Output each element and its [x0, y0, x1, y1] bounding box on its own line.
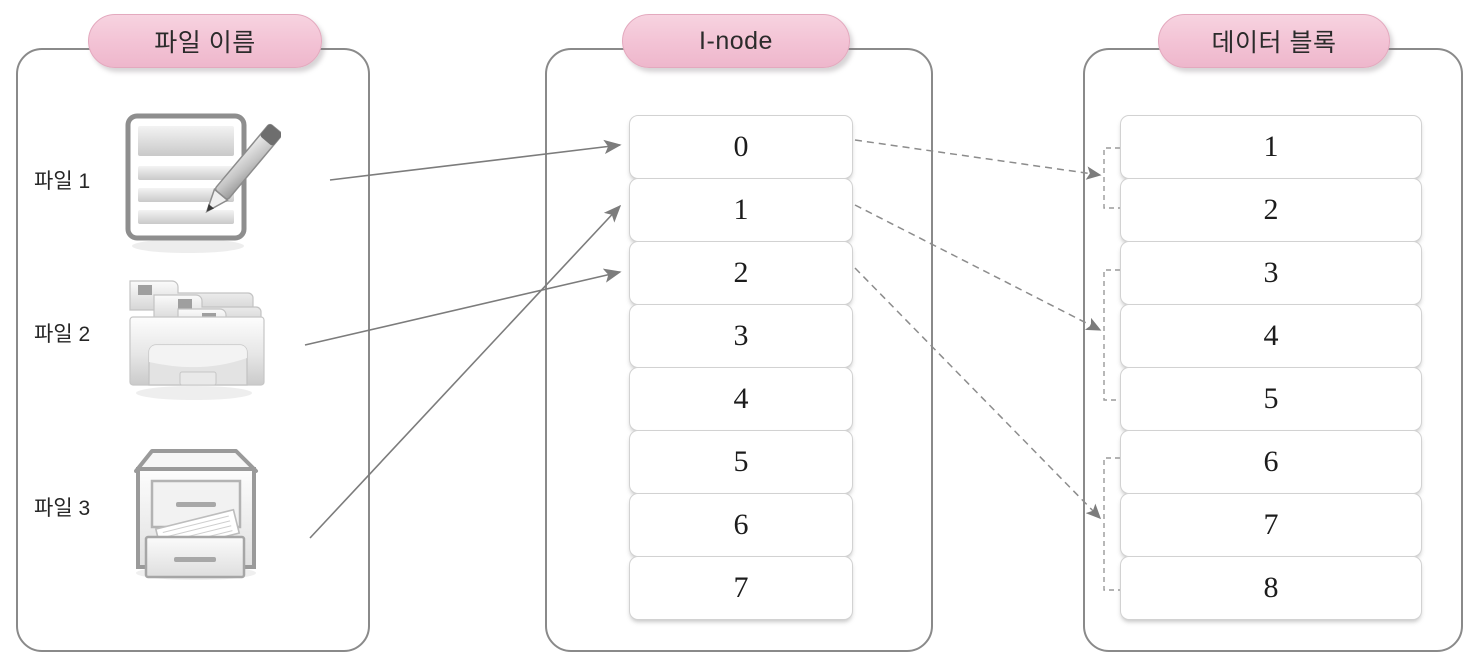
- inode-cell-6[interactable]: 6: [629, 493, 853, 557]
- document-pencil-icon: [116, 106, 283, 254]
- inode-cell-5[interactable]: 5: [629, 430, 853, 494]
- panel-title-file-name: 파일 이름: [88, 14, 322, 68]
- folder-icon: [116, 259, 281, 407]
- data-block-cell-7[interactable]: 7: [1120, 493, 1422, 557]
- panel-title-data-block: 데이터 블록: [1158, 14, 1390, 68]
- inode-cell-4[interactable]: 4: [629, 367, 853, 431]
- data-block-cell-5[interactable]: 5: [1120, 367, 1422, 431]
- inode-cell-3[interactable]: 3: [629, 304, 853, 368]
- file-label-3: 파일 3: [34, 497, 91, 520]
- file-row-2: 파일 2: [34, 258, 294, 408]
- inode-cell-1[interactable]: 1: [629, 178, 853, 242]
- file-label-1: 파일 1: [34, 170, 91, 193]
- data-block-cell-3[interactable]: 3: [1120, 241, 1422, 305]
- data-block-cell-1[interactable]: 1: [1120, 115, 1422, 179]
- data-block-cell-4[interactable]: 4: [1120, 304, 1422, 368]
- data-block-cell-8[interactable]: 8: [1120, 556, 1422, 620]
- file-label-2: 파일 2: [34, 323, 91, 346]
- inode-cell-7[interactable]: 7: [629, 556, 853, 620]
- data-block-cell-6[interactable]: 6: [1120, 430, 1422, 494]
- inode-cell-2[interactable]: 2: [629, 241, 853, 305]
- panel-title-inode: I-node: [622, 14, 850, 68]
- file-row-1: 파일 1: [34, 105, 294, 255]
- file-cabinet-icon: [116, 433, 281, 581]
- data-block-cell-2[interactable]: 2: [1120, 178, 1422, 242]
- file-row-3: 파일 3: [34, 432, 294, 582]
- inode-cell-0[interactable]: 0: [629, 115, 853, 179]
